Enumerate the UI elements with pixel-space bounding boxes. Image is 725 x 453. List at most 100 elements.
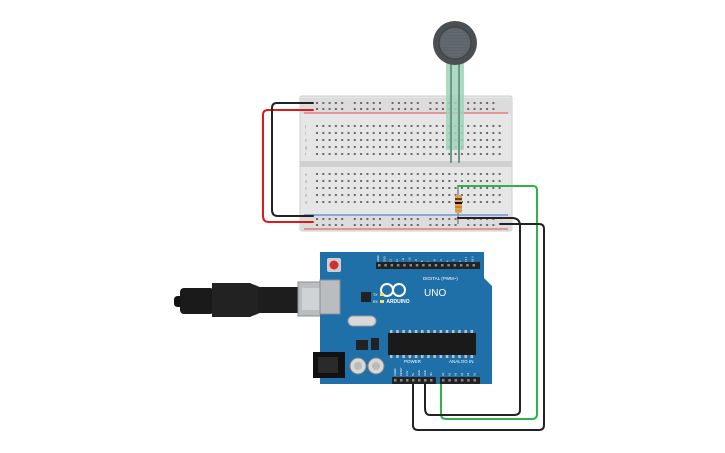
terminal-hole[interactable] — [416, 125, 419, 127]
terminal-hole[interactable] — [347, 125, 350, 127]
terminal-hole[interactable] — [498, 180, 501, 182]
rail-hole[interactable] — [467, 108, 470, 110]
rail-hole[interactable] — [322, 102, 325, 104]
rail-hole[interactable] — [404, 102, 407, 104]
terminal-hole[interactable] — [498, 173, 501, 175]
terminal-hole[interactable] — [435, 194, 438, 196]
terminal-hole[interactable] — [492, 180, 495, 182]
rail-hole[interactable] — [404, 218, 407, 220]
terminal-hole[interactable] — [460, 187, 463, 189]
terminal-hole[interactable] — [498, 125, 501, 127]
terminal-hole[interactable] — [423, 180, 426, 182]
rail-hole[interactable] — [334, 102, 337, 104]
terminal-hole[interactable] — [366, 146, 369, 148]
terminal-hole[interactable] — [442, 125, 444, 127]
terminal-hole[interactable] — [341, 132, 344, 134]
rail-hole[interactable] — [366, 102, 369, 104]
terminal-hole[interactable] — [341, 187, 344, 189]
terminal-hole[interactable] — [460, 153, 463, 155]
rail-hole[interactable] — [410, 102, 413, 104]
terminal-hole[interactable] — [372, 187, 375, 189]
terminal-hole[interactable] — [328, 153, 331, 155]
terminal-hole[interactable] — [316, 125, 318, 127]
digital-pin[interactable] — [466, 264, 469, 267]
terminal-hole[interactable] — [423, 139, 426, 141]
rail-hole[interactable] — [410, 218, 413, 220]
usb-cable-icon[interactable] — [174, 281, 339, 317]
terminal-hole[interactable] — [435, 139, 438, 141]
terminal-hole[interactable] — [322, 201, 325, 203]
terminal-hole[interactable] — [360, 173, 363, 175]
terminal-hole[interactable] — [479, 194, 482, 196]
rail-hole[interactable] — [479, 102, 482, 104]
terminal-hole[interactable] — [429, 125, 432, 127]
terminal-hole[interactable] — [442, 173, 444, 175]
terminal-hole[interactable] — [448, 153, 451, 155]
terminal-hole[interactable] — [416, 201, 419, 203]
rail-hole[interactable] — [492, 102, 495, 104]
terminal-hole[interactable] — [397, 187, 400, 189]
terminal-hole[interactable] — [379, 153, 381, 155]
terminal-hole[interactable] — [322, 153, 325, 155]
terminal-hole[interactable] — [416, 146, 419, 148]
rail-hole[interactable] — [334, 224, 337, 226]
rail-hole[interactable] — [473, 108, 476, 110]
terminal-hole[interactable] — [391, 125, 394, 127]
terminal-hole[interactable] — [473, 139, 476, 141]
rail-hole[interactable] — [366, 218, 369, 220]
terminal-hole[interactable] — [448, 201, 451, 203]
analog-pin[interactable] — [448, 379, 451, 382]
terminal-hole[interactable] — [492, 187, 495, 189]
rail-hole[interactable] — [479, 108, 482, 110]
rail-hole[interactable] — [316, 102, 318, 104]
terminal-hole[interactable] — [360, 132, 363, 134]
terminal-hole[interactable] — [460, 173, 463, 175]
terminal-hole[interactable] — [385, 132, 388, 134]
terminal-hole[interactable] — [498, 201, 501, 203]
terminal-hole[interactable] — [429, 139, 432, 141]
terminal-hole[interactable] — [435, 153, 438, 155]
rail-hole[interactable] — [429, 218, 432, 220]
terminal-hole[interactable] — [366, 139, 369, 141]
terminal-hole[interactable] — [341, 139, 344, 141]
terminal-hole[interactable] — [347, 194, 350, 196]
rail-hole[interactable] — [372, 218, 375, 220]
terminal-hole[interactable] — [360, 201, 363, 203]
digital-pin[interactable] — [453, 264, 457, 267]
terminal-hole[interactable] — [322, 173, 325, 175]
rail-hole[interactable] — [360, 102, 363, 104]
terminal-hole[interactable] — [492, 201, 495, 203]
terminal-hole[interactable] — [454, 187, 457, 189]
power-pin[interactable] — [418, 379, 421, 382]
terminal-hole[interactable] — [404, 125, 407, 127]
terminal-hole[interactable] — [353, 180, 356, 182]
terminal-hole[interactable] — [479, 173, 482, 175]
rail-hole[interactable] — [334, 108, 337, 110]
terminal-hole[interactable] — [492, 173, 495, 175]
rail-hole[interactable] — [316, 108, 318, 110]
terminal-hole[interactable] — [372, 132, 375, 134]
terminal-hole[interactable] — [498, 146, 501, 148]
terminal-hole[interactable] — [316, 139, 318, 141]
terminal-hole[interactable] — [442, 139, 444, 141]
terminal-hole[interactable] — [385, 180, 388, 182]
terminal-hole[interactable] — [423, 146, 426, 148]
digital-pin[interactable] — [422, 264, 425, 267]
terminal-hole[interactable] — [404, 173, 407, 175]
rail-hole[interactable] — [492, 108, 495, 110]
terminal-hole[interactable] — [360, 180, 363, 182]
terminal-hole[interactable] — [454, 180, 457, 182]
terminal-hole[interactable] — [397, 180, 400, 182]
digital-pin[interactable] — [384, 264, 387, 267]
terminal-hole[interactable] — [347, 139, 350, 141]
power-pin[interactable] — [412, 379, 415, 382]
rail-hole[interactable] — [360, 108, 363, 110]
analog-pin[interactable] — [454, 379, 458, 382]
terminal-hole[interactable] — [334, 173, 337, 175]
terminal-hole[interactable] — [486, 173, 489, 175]
wire-black-ground-left[interactable] — [271, 102, 314, 217]
terminal-hole[interactable] — [379, 146, 381, 148]
terminal-hole[interactable] — [347, 173, 350, 175]
terminal-hole[interactable] — [479, 187, 482, 189]
terminal-hole[interactable] — [391, 180, 394, 182]
